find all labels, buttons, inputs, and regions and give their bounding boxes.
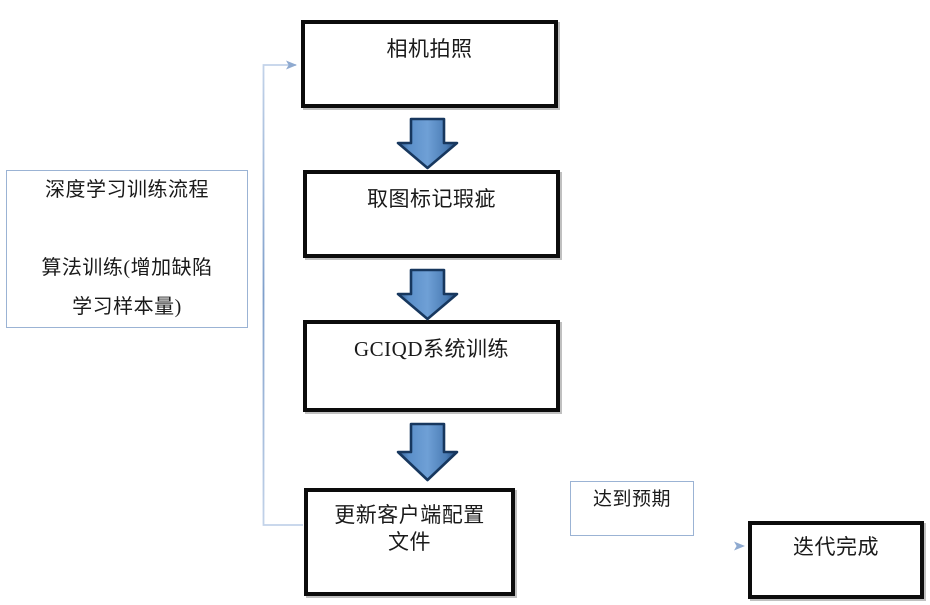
node-iteration-complete[interactable]: 迭代完成 [748,521,924,599]
node-mark-defects[interactable]: 取图标记瑕疵 [303,170,560,258]
node-gciqd-training-label: GCIQD系统训练 [354,337,509,361]
edge-label-meets-expectation: 达到预期 [570,481,694,536]
arrow-mark-to-training [396,268,459,321]
edge-label-meets-expectation-text: 达到预期 [592,489,671,510]
arrow-capture-to-mark [396,117,459,170]
feedback-loop-update-to-capture [262,60,303,526]
note-training-process: 深度学习训练流程 算法训练(增加缺陷 学习样本量) [6,170,248,328]
node-iteration-complete-label: 迭代完成 [793,535,879,559]
arrow-training-to-update [396,422,459,482]
node-camera-capture[interactable]: 相机拍照 [301,20,558,108]
node-update-client-config-label: 更新客户端配置 文件 [334,503,485,554]
node-update-client-config[interactable]: 更新客户端配置 文件 [304,488,515,596]
node-mark-defects-label: 取图标记瑕疵 [367,187,496,211]
note-training-process-label: 深度学习训练流程 算法训练(增加缺陷 学习样本量) [41,179,213,318]
node-camera-capture-label: 相机拍照 [386,37,473,61]
node-gciqd-training[interactable]: GCIQD系统训练 [303,320,560,412]
